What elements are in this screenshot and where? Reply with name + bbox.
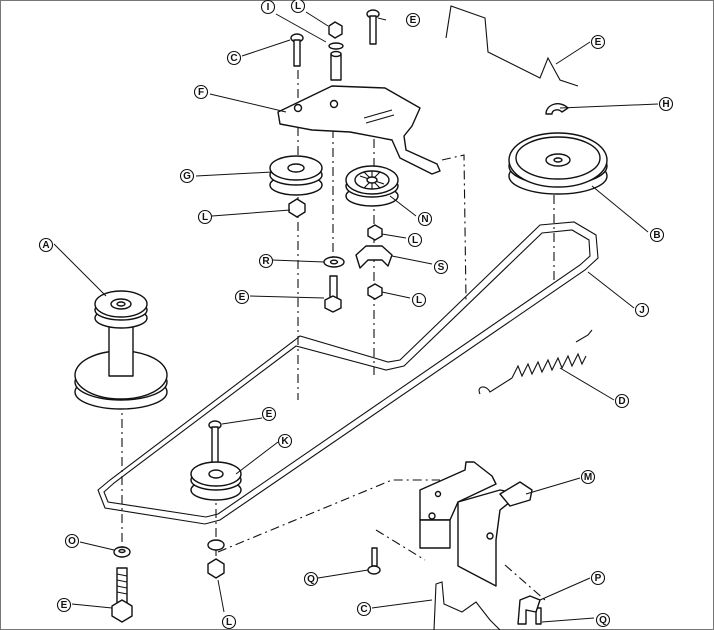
callout-letter: O — [68, 536, 76, 547]
callout-letter: E — [61, 600, 68, 611]
drive-belt — [97, 221, 599, 525]
nut-l-bottom — [207, 558, 225, 579]
callout-letter: L — [295, 1, 301, 12]
callout-q: Q — [303, 571, 319, 587]
bolt-top-left — [290, 33, 304, 67]
callout-b: B — [649, 227, 665, 243]
idler-pulley-n — [345, 165, 399, 207]
callout-letter: L — [226, 617, 232, 628]
callout-a: A — [38, 237, 54, 253]
callout-m: M — [580, 469, 596, 485]
callout-e: E — [261, 406, 277, 422]
nut-l-idler — [367, 224, 383, 241]
callout-c: C — [226, 50, 242, 66]
callout-i: I — [260, 0, 276, 15]
callout-letter: G — [183, 171, 191, 182]
screw-q-right — [535, 607, 542, 625]
callout-s: S — [433, 259, 449, 275]
callout-c: C — [356, 601, 372, 617]
washer-r — [323, 256, 345, 268]
callout-letter: K — [281, 436, 289, 447]
callout-g: G — [179, 168, 195, 184]
retaining-clip — [545, 103, 569, 115]
nut-top — [328, 21, 343, 39]
bolt-middle — [324, 275, 342, 313]
callout-l: L — [411, 292, 427, 308]
callout-letter: F — [198, 87, 204, 98]
callout-letter: P — [595, 573, 602, 584]
callout-e: E — [56, 597, 72, 613]
callout-letter: L — [416, 295, 422, 306]
nut-l-lower — [367, 283, 383, 300]
callout-l: L — [290, 0, 306, 14]
callout-l: L — [407, 232, 423, 248]
callout-letter: A — [42, 240, 49, 251]
callout-letter: L — [412, 235, 418, 246]
callout-e: E — [405, 12, 421, 28]
callout-n: N — [417, 211, 433, 227]
callout-r: R — [258, 253, 274, 269]
callout-letter: H — [662, 99, 669, 110]
callout-letter: I — [267, 2, 270, 13]
callout-letter: N — [421, 214, 428, 225]
idler-bracket — [277, 85, 441, 175]
callout-letter: S — [438, 262, 445, 273]
pulley-g — [269, 155, 323, 196]
callout-j: J — [634, 302, 650, 318]
callout-p: P — [590, 570, 606, 586]
bolt-top-center — [366, 9, 380, 45]
callout-letter: E — [595, 37, 602, 48]
callout-k: K — [277, 433, 293, 449]
callout-f: F — [193, 84, 209, 100]
callout-letter: Q — [307, 574, 315, 585]
pulley-k — [190, 461, 242, 501]
pulley-a — [74, 290, 168, 410]
bracket-s — [355, 245, 393, 269]
leader-lines — [53, 11, 659, 623]
callout-letter: E — [266, 409, 273, 420]
spacer-lower — [207, 539, 225, 551]
callout-l: L — [221, 614, 237, 630]
callout-l: L — [197, 209, 213, 225]
washer-i — [328, 42, 344, 50]
callout-letter: J — [639, 305, 645, 316]
bracket-p — [517, 595, 541, 625]
callout-letter: C — [230, 53, 237, 64]
tension-spring — [478, 329, 593, 395]
callout-letter: R — [262, 256, 270, 267]
bracket-m — [419, 461, 533, 587]
callout-d: D — [614, 393, 630, 409]
wire-rod-top — [445, 5, 579, 87]
screw-q-left — [367, 547, 381, 575]
callout-letter: L — [202, 212, 208, 223]
washer-o — [113, 546, 131, 558]
spacer-top — [330, 50, 342, 81]
nut-l-left — [288, 198, 306, 218]
pulley-b — [508, 132, 608, 195]
callout-letter: M — [584, 472, 592, 483]
callout-letter: B — [653, 230, 660, 241]
callout-h: H — [658, 96, 674, 112]
wire-rod-bottom — [433, 581, 501, 630]
callout-q: Q — [595, 612, 611, 628]
callout-letter: D — [618, 396, 625, 407]
callout-letter: E — [410, 15, 417, 26]
callout-letter: E — [239, 292, 246, 303]
callout-e: E — [590, 34, 606, 50]
callout-letter: Q — [599, 615, 607, 626]
callout-letter: C — [360, 604, 367, 615]
bolt-k — [208, 420, 222, 466]
callout-e: E — [234, 289, 250, 305]
callout-o: O — [64, 533, 80, 549]
bolt-bottom — [111, 567, 133, 623]
